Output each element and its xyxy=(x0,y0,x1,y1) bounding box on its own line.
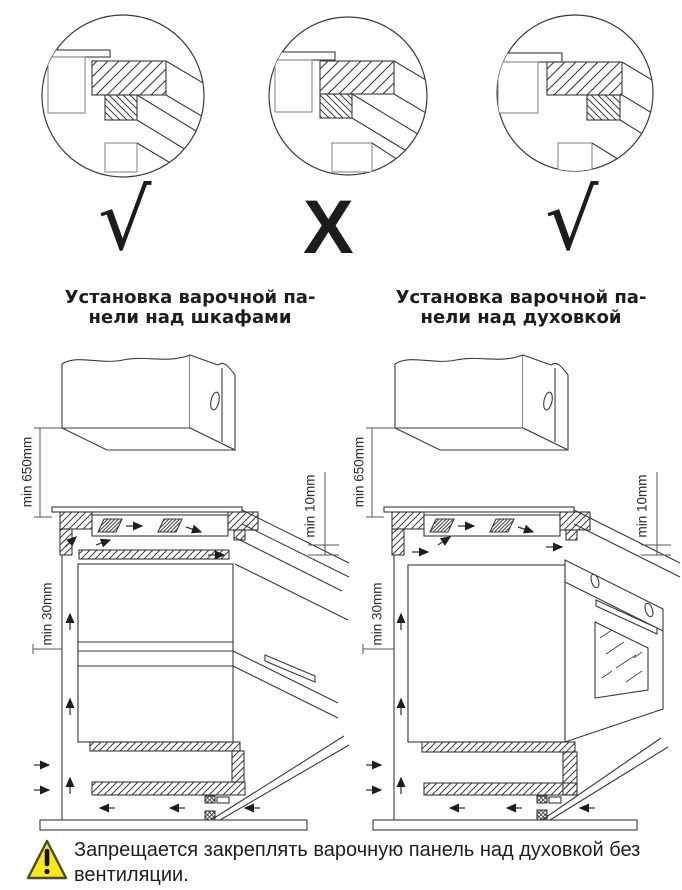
cabinet-handle xyxy=(210,391,220,411)
wall-cabinet-bottom xyxy=(61,427,236,451)
cabinet-handle xyxy=(543,391,553,411)
approval-mark-correct-left: √ xyxy=(98,171,152,269)
floor xyxy=(372,819,638,831)
wall-cabinet-bottom xyxy=(394,427,569,451)
foot xyxy=(204,795,216,804)
diagram-hob-above-oven: min 650mm min 30mm min 10mm xyxy=(352,354,681,831)
approval-mark-correct-right: √ xyxy=(545,171,599,269)
dim-30-label: min 30mm xyxy=(370,582,385,645)
detail-circle-correct-1 xyxy=(41,14,205,178)
oven-knob xyxy=(590,573,600,589)
floor xyxy=(39,819,308,831)
title-line-1: Установка варочной па- xyxy=(64,287,316,308)
title-line-2: нели над духовкой xyxy=(420,307,622,328)
hob-glass xyxy=(51,506,243,513)
wall-cabinet-side xyxy=(522,354,569,451)
hob-glass xyxy=(383,506,575,513)
dimension-lines xyxy=(362,427,671,654)
wall-cabinet-front xyxy=(61,354,191,429)
wall-cabinet-front xyxy=(394,354,524,429)
heating-element xyxy=(157,518,183,533)
dim-10-label: min 10mm xyxy=(303,474,318,537)
warning-triangle-icon xyxy=(26,839,68,880)
title-line-1: Установка варочной па- xyxy=(395,287,647,308)
oven-knob xyxy=(644,602,654,618)
detail-circle-wrong xyxy=(268,16,428,176)
shelf-under-hob xyxy=(78,549,230,560)
heating-element xyxy=(489,518,515,533)
title-line-2: нели над шкафами xyxy=(88,307,292,328)
wall-cabinet-side xyxy=(189,354,236,451)
section-title-oven: Установка варочной па- нели над духовкой xyxy=(360,288,682,328)
foot xyxy=(536,795,548,804)
oven-door-glass xyxy=(594,621,649,699)
dim-10-label: min 10mm xyxy=(635,474,650,537)
oven-door-handle xyxy=(595,599,658,635)
warning-note: Запрещается закреплять варочную панель н… xyxy=(26,838,674,888)
dimension-lines xyxy=(32,427,339,654)
foot xyxy=(536,809,548,821)
dim-30-label: min 30mm xyxy=(40,582,55,645)
drawer-handle xyxy=(264,654,316,683)
warning-text: Запрещается закреплять варочную панель н… xyxy=(74,839,641,886)
approval-mark-wrong: X xyxy=(303,185,354,270)
heating-element xyxy=(429,518,455,533)
heating-element xyxy=(97,518,123,533)
diagram-hob-above-cabinets: min 650mm min 30mm min 10mm xyxy=(20,354,350,831)
dim-650-label: min 650mm xyxy=(352,437,367,508)
dim-650-label: min 650mm xyxy=(20,437,35,508)
detail-circle-correct-2 xyxy=(496,14,654,172)
section-title-cabinets: Установка варочной па- нели над шкафами xyxy=(28,288,352,328)
